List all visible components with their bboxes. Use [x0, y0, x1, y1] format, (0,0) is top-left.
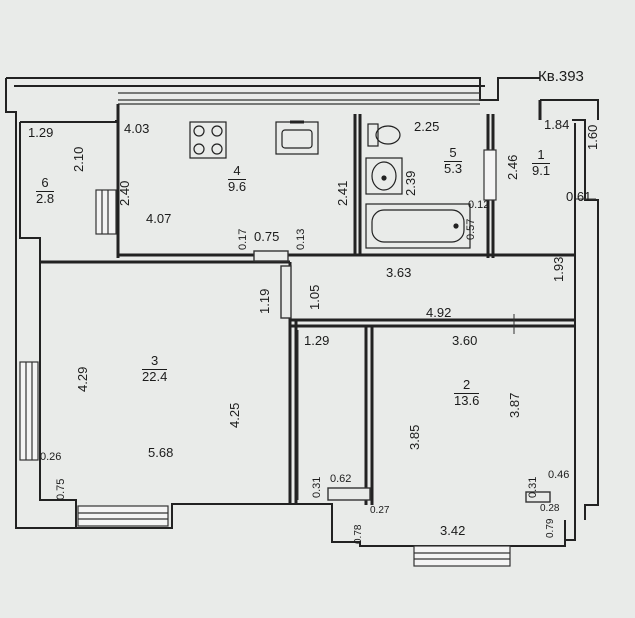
dim-bedroom-width: 3.60 — [452, 333, 478, 348]
dim-0-62: 0.62 — [330, 473, 352, 485]
dim-door-kitchen: 0.75 — [254, 229, 280, 244]
dimension-ticks — [297, 198, 596, 500]
dim-0-61: 0.61 — [566, 189, 592, 204]
dim-window-width: 3.42 — [440, 523, 466, 538]
dim-0-13: 0.13 — [295, 228, 307, 250]
dim-0-12: 0.12 — [468, 199, 490, 211]
room-2-number: 2 — [454, 377, 480, 394]
dim-1-60: 1.60 — [585, 124, 600, 150]
dim-hall-full: 4.92 — [426, 305, 452, 320]
toilet-icon — [367, 123, 401, 147]
room-1-area: 9.1 — [532, 162, 551, 178]
dim-1-19: 1.19 — [257, 288, 272, 314]
dim-3-85: 3.85 — [407, 424, 422, 450]
room-1-number: 1 — [532, 147, 551, 164]
dim-0-27: 0.27 — [370, 505, 390, 516]
exterior-walls — [5, 77, 599, 547]
room-3-number: 3 — [142, 353, 168, 370]
room-6-label: 6 2.8 — [36, 175, 55, 207]
dim-kitchen-top: 4.03 — [124, 121, 150, 136]
dim-0-31-a: 0.31 — [311, 476, 323, 498]
room-2-area: 13.6 — [454, 392, 480, 408]
dim-0-17: 0.17 — [237, 228, 249, 250]
dim-4-25: 4.25 — [227, 402, 242, 428]
stove-icon — [189, 121, 227, 159]
room-2-label: 2 13.6 — [454, 377, 480, 409]
dim-0-46: 0.46 — [548, 469, 570, 481]
dim-hall-width: 3.63 — [386, 265, 412, 280]
room-1-label: 1 9.1 — [532, 147, 551, 179]
dim-0-57: 0.57 — [465, 218, 477, 240]
room-5-area: 5.3 — [444, 160, 463, 176]
dim-0-28: 0.28 — [540, 503, 560, 514]
room-5-label: 5 5.3 — [444, 145, 463, 177]
room-6-area: 2.8 — [36, 190, 55, 206]
dim-kitchen-width: 4.07 — [146, 211, 172, 226]
dim-1-05: 1.05 — [307, 284, 322, 310]
dim-0-75-left: 0.75 — [55, 478, 67, 500]
room-3-label: 3 22.4 — [142, 353, 168, 385]
bathroom-sink-icon — [365, 157, 403, 195]
dim-3-87: 3.87 — [507, 392, 522, 418]
bathtub-icon — [365, 203, 471, 249]
dim-2-40: 2.40 — [117, 180, 132, 206]
dim-entry-top: 1.84 — [544, 117, 570, 132]
room-3-area: 22.4 — [142, 368, 168, 384]
dim-2-10: 2.10 — [71, 146, 86, 172]
dim-4-29: 4.29 — [75, 366, 90, 392]
dim-balcony-width: 1.29 — [28, 125, 54, 140]
dim-closet-width: 1.29 — [304, 333, 330, 348]
room-4-number: 4 — [228, 163, 247, 180]
room-6-number: 6 — [36, 175, 55, 192]
dim-1-93: 1.93 — [551, 256, 566, 282]
dim-0-78: 0.78 — [353, 524, 364, 544]
dim-2-46: 2.46 — [505, 154, 520, 180]
room-4-area: 9.6 — [228, 178, 247, 194]
balcony-strip — [118, 92, 480, 105]
dim-living-width: 5.68 — [148, 445, 174, 460]
dim-0-26: 0.26 — [40, 451, 62, 463]
room-4-label: 4 9.6 — [228, 163, 247, 195]
doors — [253, 250, 551, 503]
kitchen-sink-icon — [275, 120, 319, 155]
windows — [19, 149, 511, 567]
dim-bath-top: 2.25 — [414, 119, 440, 134]
apartment-label: Кв.393 — [538, 68, 584, 85]
dim-2-41: 2.41 — [335, 180, 350, 206]
dim-0-31-b: 0.31 — [527, 476, 539, 498]
dim-2-39: 2.39 — [403, 170, 418, 196]
interior-walls — [40, 100, 575, 505]
dim-0-79: 0.79 — [545, 518, 556, 538]
room-5-number: 5 — [444, 145, 463, 162]
